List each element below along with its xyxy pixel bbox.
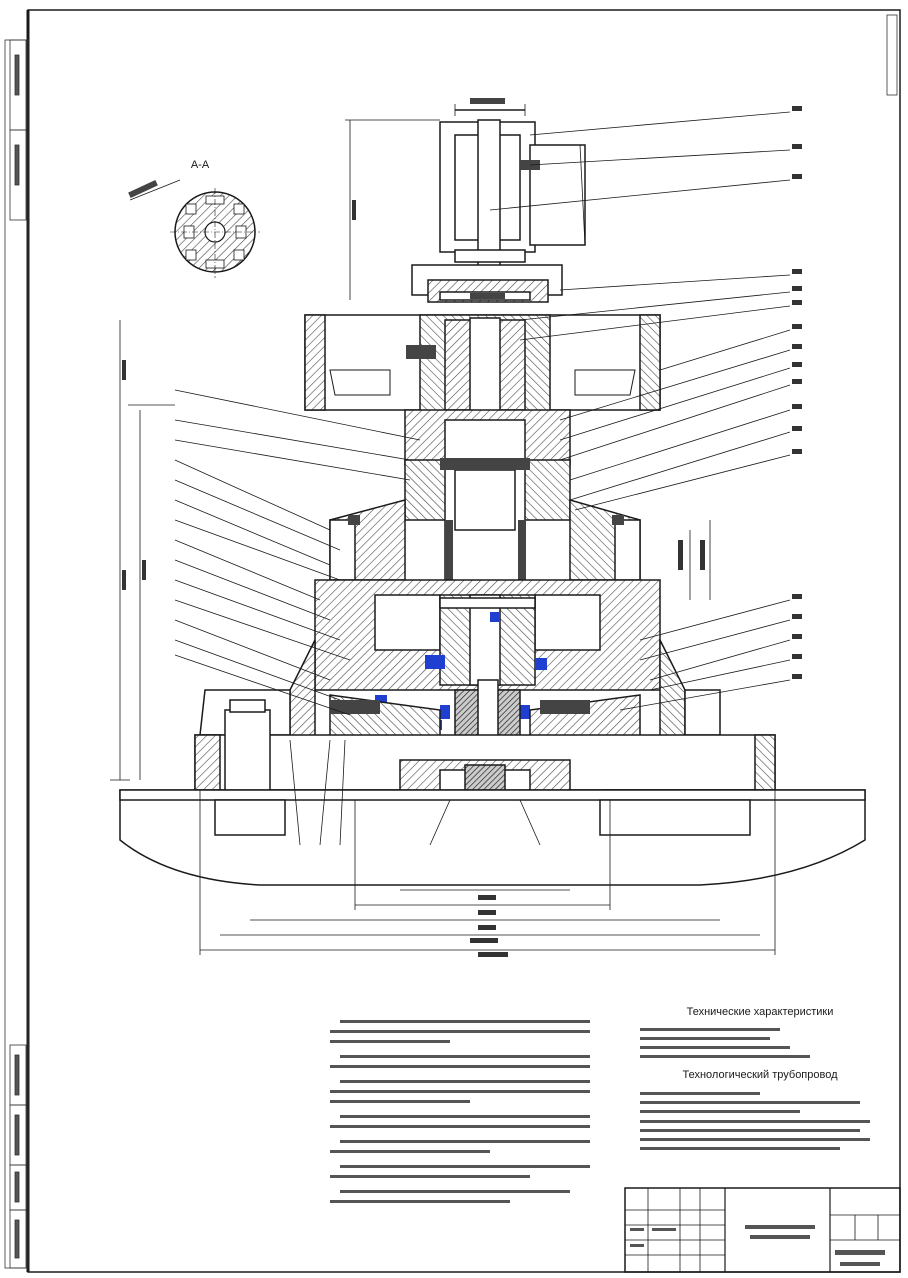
technical-notes-left xyxy=(330,1020,590,1203)
leader-lines-right xyxy=(489,111,791,711)
title-block xyxy=(624,1187,901,1273)
conical-body xyxy=(329,499,641,581)
tech-characteristics-title: Технические характеристики xyxy=(687,1006,834,1018)
position-numbers-right xyxy=(792,106,802,679)
technical-notes-right: Технические характеристики Технологическ… xyxy=(640,1006,870,1150)
leader-lines-left xyxy=(174,389,421,716)
leader-lines-bottom xyxy=(289,739,541,846)
section-a-a-view: А-А xyxy=(128,159,260,278)
tech-processing-title: Технологический трубопровод xyxy=(682,1069,838,1081)
machine-table xyxy=(119,789,866,886)
section-label: А-А xyxy=(191,159,210,171)
dimension-lines xyxy=(110,119,776,955)
side-stamp-column xyxy=(9,39,27,1269)
upper-drive-unit xyxy=(411,98,586,303)
dimension-values xyxy=(122,200,705,957)
upper-housing xyxy=(304,314,661,416)
main-block xyxy=(289,579,686,741)
middle-column xyxy=(404,409,571,601)
